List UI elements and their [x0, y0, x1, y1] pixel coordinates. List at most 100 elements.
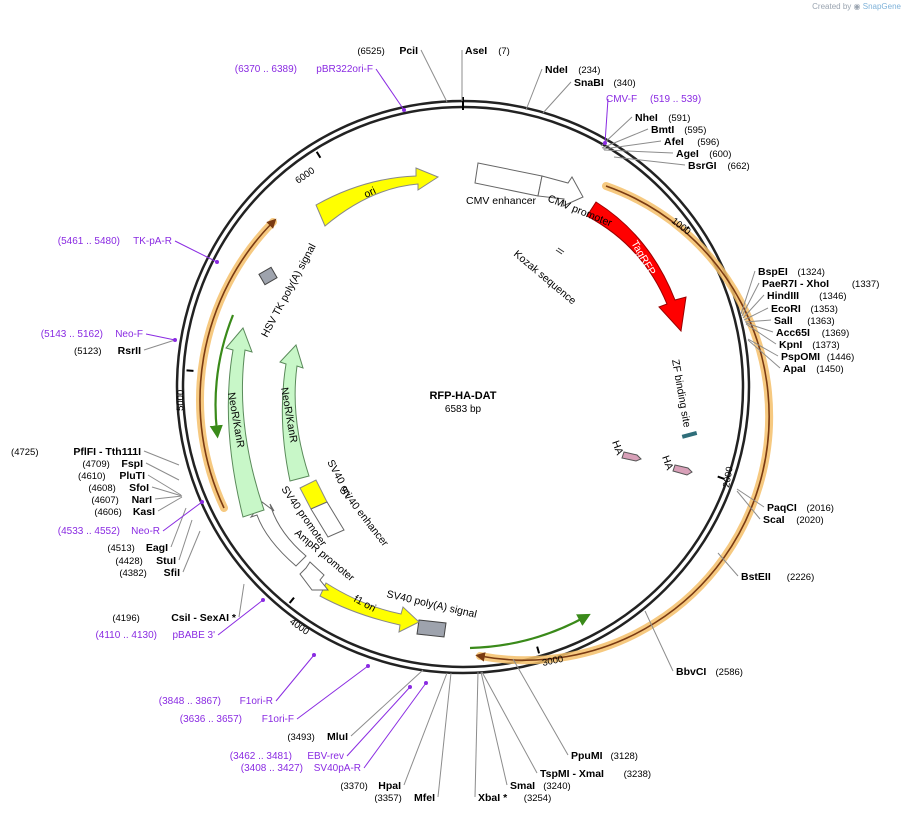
snapgene-brand-text: SnapGene — [862, 2, 901, 11]
enzyme-nhei-leader — [600, 116, 633, 147]
primer-cmv-f-mark — [603, 141, 607, 145]
primer-neo-r-range: (4533 .. 4552) — [58, 526, 120, 537]
enzyme-paer7i-xhoi-leader — [741, 282, 760, 317]
enzyme-snabi-name: SnaBI — [574, 77, 604, 89]
ruler-label-5000: 5000 — [175, 390, 187, 412]
ruler — [186, 151, 725, 654]
enzyme-ppumi-pos: (3128) — [611, 751, 638, 762]
enzyme-mfei-name: MfeI — [414, 792, 435, 804]
enzyme-asei-name: AseI — [465, 45, 487, 57]
enzyme-hpai-pos: (3370) — [340, 781, 367, 792]
enzyme-acc65i-name: Acc65I — [776, 327, 810, 339]
enzyme-ndei-name: NdeI — [545, 64, 568, 76]
orf-arc-left-line — [199, 218, 277, 509]
primer-ebv-rev-leader — [346, 686, 411, 757]
enzyme-sali-leader — [744, 319, 772, 323]
enzyme-pluti-pos: (4610) — [78, 471, 105, 482]
cmv-enhancer-label: CMV enhancer — [466, 195, 537, 207]
enzyme-sfoi-name: SfoI — [129, 482, 149, 494]
primer-neo-f-name: Neo-F — [115, 329, 143, 340]
enzyme-sfii-pos: (4382) — [119, 568, 146, 579]
enzyme-tspmi-xmai-pos: (3238) — [624, 769, 651, 780]
primer-neo-r-leader — [162, 501, 203, 532]
enzyme-pflfi-tth111i-pos: (4725) — [11, 447, 38, 458]
sv40-promoter-shape — [249, 501, 307, 567]
primer-f1ori-r-range: (3848 .. 3867) — [159, 696, 221, 707]
hsv-tk-polya-label: HSV TK poly(A) signal — [259, 242, 319, 340]
primer-pbabe-3-range: (4110 .. 4130) — [95, 630, 157, 641]
sv40-polya-shape — [416, 619, 447, 638]
primer-pbr322ori-f-name: pBR322ori-F — [316, 64, 373, 75]
zf-binding-site-mark — [681, 430, 698, 439]
enzyme-bmti-pos: (595) — [684, 125, 706, 136]
primer-cmv-f-range: (519 .. 539) — [650, 94, 701, 105]
enzyme-paer7i-xhoi-name: PaeR7I - XhoI — [762, 278, 829, 290]
kozak-sequence-label: Kozak sequence — [511, 248, 578, 307]
ha-tag-1-shape — [621, 451, 642, 462]
enzyme-csii-sexai-name: CsiI - SexAI * — [171, 612, 237, 624]
primer-cmv-f-name: CMV-F — [606, 94, 637, 105]
enzyme-sali-name: SalI — [774, 315, 793, 327]
primer-pbr322ori-f-range: (6370 .. 6389) — [235, 64, 297, 75]
enzyme-paer7i-xhoi-pos: (1337) — [852, 279, 879, 290]
enzyme-ecori-name: EcoRI — [771, 303, 801, 315]
enzyme-rsrii-pos: (5123) — [74, 346, 101, 357]
enzyme-stui-pos: (4428) — [115, 556, 142, 567]
enzyme-xbai-leader — [474, 671, 479, 798]
enzyme-smai-pos: (3240) — [543, 781, 570, 792]
primer-ebv-rev-name: EBV-rev — [307, 751, 344, 762]
primer-marks — [145, 68, 609, 769]
f1-ori-shape — [319, 582, 420, 633]
enzyme-sfii-leader — [182, 530, 201, 573]
enzyme-agei-pos: (600) — [709, 149, 731, 160]
ruler-tick-3 — [536, 646, 541, 654]
primer-f1ori-r-mark — [312, 653, 316, 657]
enzyme-bsteii-leader — [717, 552, 739, 577]
enzyme-mlui-pos: (3493) — [287, 732, 314, 743]
primer-neo-f-leader — [145, 333, 176, 341]
enzyme-bsteii-pos: (2226) — [787, 572, 814, 583]
primer-pbr322ori-f-leader — [375, 68, 405, 111]
enzyme-mlui-leader — [350, 669, 424, 737]
enzyme-sfii-name: SfiI — [164, 567, 180, 579]
enzyme-snabi-leader — [542, 81, 572, 114]
enzyme-pflfi-tth111i-leader — [143, 450, 180, 466]
cmv-promoter-shape — [537, 175, 584, 207]
enzyme-bspei-pos: (1324) — [798, 267, 825, 278]
enzyme-smai-name: SmaI — [510, 780, 535, 792]
enzyme-rsrii-leader — [143, 339, 176, 351]
enzyme-pluti-leader — [147, 474, 182, 496]
sv40-enhancer-label: SV40 enhancer — [337, 484, 391, 549]
enzyme-tspmi-xmai-name: TspMI - XmaI — [540, 768, 604, 780]
enzyme-bmti-leader — [601, 128, 649, 149]
primer-tk-pa-r-leader — [174, 240, 218, 263]
enzyme-smai-leader — [480, 671, 508, 786]
primer-sv40pa-r-range: (3408 .. 3427) — [241, 763, 303, 774]
enzyme-hindiii-name: HindIII — [767, 290, 799, 302]
zf-binding-site-label: ZF binding site — [669, 358, 693, 428]
enzyme-csii-sexai-leader — [238, 583, 245, 618]
enzyme-ppumi-name: PpuMI — [571, 750, 603, 762]
enzyme-kpni-name: KpnI — [779, 339, 802, 351]
enzyme-kasi-leader — [157, 496, 183, 512]
enzyme-apai-name: ApaI — [783, 363, 806, 375]
enzyme-pspomi-pos: (1446) — [827, 352, 854, 363]
enzyme-bmti-name: BmtI — [651, 124, 674, 136]
enzyme-scai-name: ScaI — [763, 514, 785, 526]
enzyme-bsrgi-leader — [613, 156, 686, 166]
enzyme-hindiii-leader — [742, 294, 765, 319]
primer-tk-pa-r-range: (5461 .. 5480) — [58, 236, 120, 247]
enzyme-kasi-pos: (4606) — [94, 507, 121, 518]
ruler-tick-6 — [315, 151, 322, 159]
enzyme-ecori-leader — [743, 307, 769, 321]
cmv-enhancer-shape — [474, 162, 543, 197]
ruler-tick-2 — [717, 475, 725, 480]
enzyme-paqci-pos: (2016) — [807, 503, 834, 514]
enzyme-pspomi-name: PspOMI — [781, 351, 820, 363]
enzyme-snabi-pos: (340) — [614, 78, 636, 89]
enzyme-pcii-leader — [420, 49, 448, 103]
ha-tag-1-label: HA — [609, 439, 625, 457]
orf-arc-green-bottom — [469, 613, 591, 650]
enzyme-csii-sexai-pos: (4196) — [112, 613, 139, 624]
